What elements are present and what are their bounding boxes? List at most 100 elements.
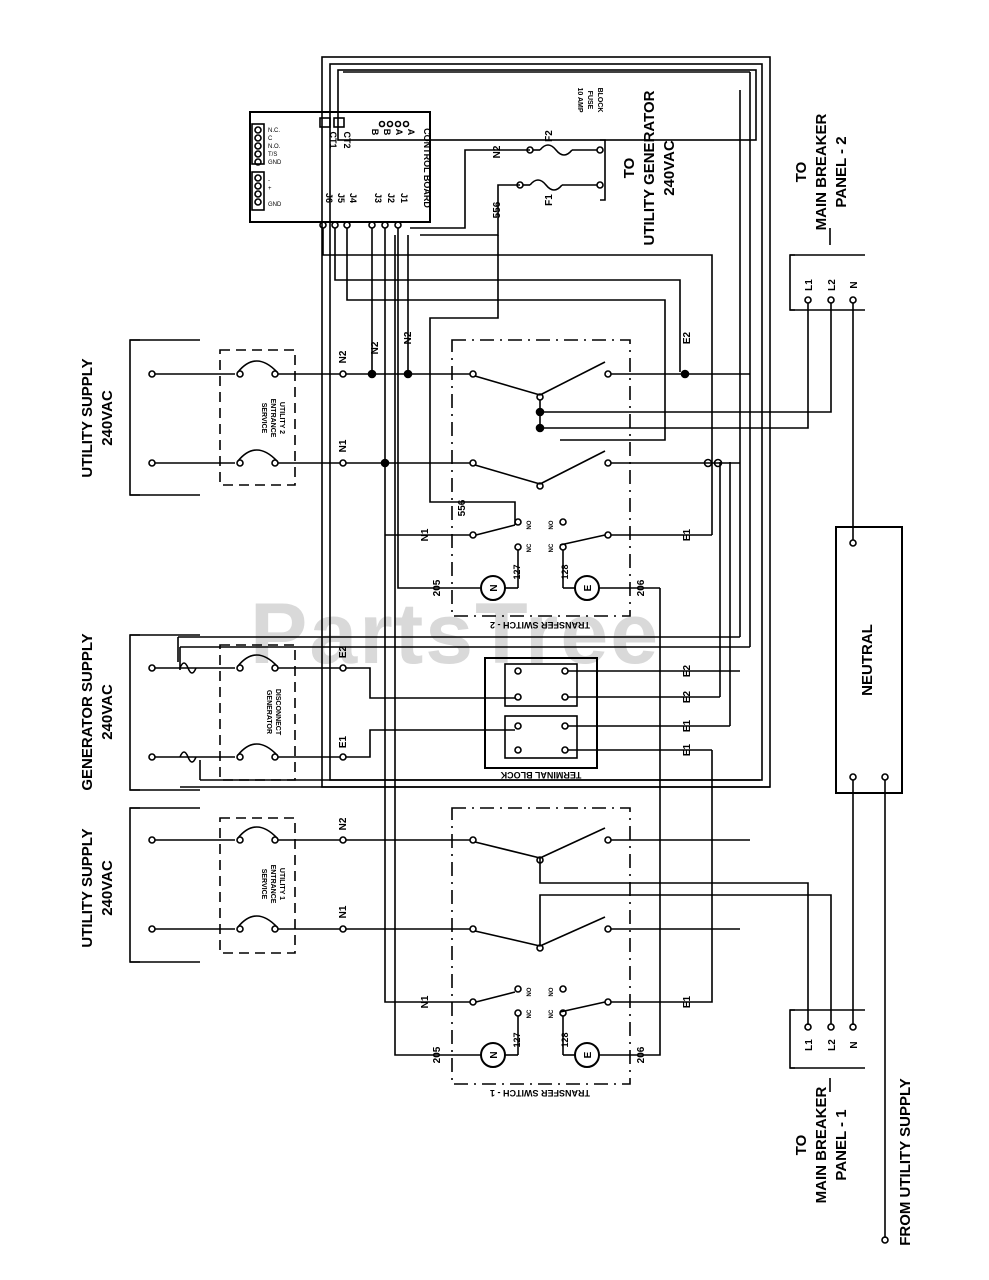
no-ts2-b: NO (549, 520, 555, 529)
wire-e1-gen: E1 (338, 735, 349, 748)
ts1-label: TRANSFER SWITCH - 1 (490, 1088, 590, 1098)
panel2-l2: L2 (827, 279, 838, 291)
ct-loop-1 (321, 56, 771, 788)
neutral-bar (835, 526, 903, 794)
motor-e-ts2: E (583, 584, 594, 591)
wire-e1-ts2: E1 (682, 528, 693, 541)
wire-e1-ts1: E1 (682, 995, 693, 1008)
wire-n1-ts2: N1 (420, 528, 431, 541)
led-b1: B (370, 129, 380, 136)
term-gnd-2: GND (268, 202, 282, 208)
led-a1: A (394, 129, 404, 136)
wire-556-ts2: 556 (457, 499, 468, 516)
wire-128-ts1: 128 (560, 1032, 570, 1047)
wire-n2-board-a: N2 (370, 341, 381, 354)
nc-ts1-b: NC (549, 1009, 555, 1018)
utility-1-voltage: 240VAC (99, 860, 116, 916)
wire-n1-util2: N1 (338, 439, 349, 452)
motor-n-ts1: N (489, 1051, 500, 1058)
to-panel2-label-2: MAIN BREAKER (813, 114, 830, 231)
service-1-label-2: ENTRANCE (269, 865, 276, 904)
term-ts: T/S (268, 152, 277, 158)
led-b2: B (382, 129, 392, 136)
no-ts1-a: NO (527, 987, 533, 996)
service-2-label-3: UTILITY 2 (278, 402, 285, 434)
to-panel1-label-2: MAIN BREAKER (813, 1087, 830, 1204)
jack-j3: J3 (373, 193, 383, 203)
to-gen-label-1: TO (621, 157, 638, 178)
led-a2: A (406, 129, 416, 136)
to-panel1-label-1: TO (793, 1134, 810, 1155)
panel1-l1: L1 (804, 1039, 815, 1051)
panel1-l2: L2 (827, 1039, 838, 1051)
wire-e1-tb-b: E1 (682, 743, 693, 756)
transfer-switch-1 (451, 807, 631, 1085)
wire-205-ts1: 205 (432, 1046, 443, 1063)
to-panel2-label-3: PANEL - 2 (833, 136, 850, 207)
service-2-label-2: ENTRANCE (269, 399, 276, 438)
generator-disc-label-2: DISCONNECT (274, 689, 281, 736)
term-plus: + (268, 186, 272, 192)
jack-j2: J2 (386, 193, 396, 203)
wire-e2-gen: E2 (338, 645, 349, 658)
wire-e2-tb-b: E2 (682, 690, 693, 703)
terminal-block-label: TERMINAL BLOCK (500, 770, 581, 780)
control-board-title: CONTROL BOARD (422, 128, 432, 208)
generator-disc-label-1: GENERATOR (265, 690, 272, 734)
service-1-label-1: SERVICE (260, 869, 267, 900)
fuse-f2-label: F2 (544, 130, 555, 142)
ct-loop-3 (337, 69, 757, 141)
no-ts1-b: NO (549, 987, 555, 996)
ts2-label: TRANSFER SWITCH - 2 (490, 620, 590, 630)
ct1-terminal (319, 117, 331, 128)
fuse-f1-label: F1 (544, 194, 555, 206)
jack-j1: J1 (399, 193, 409, 203)
jack-j4: J4 (348, 193, 358, 203)
to-panel2-label-1: TO (793, 161, 810, 182)
term-gnd-1: GND (268, 160, 282, 166)
wire-128-ts2: 128 (560, 564, 570, 579)
terminal-block (484, 657, 598, 769)
nc-ts2-b: NC (549, 543, 555, 552)
service-2-label-1: SERVICE (260, 403, 267, 434)
wire-e2-top: E2 (682, 331, 693, 344)
wire-e1-tb-a: E1 (682, 719, 693, 732)
term-c: C (268, 136, 273, 142)
wire-127-ts2: 127 (512, 564, 522, 579)
from-utility-label: FROM UTILITY SUPPLY (897, 1078, 914, 1246)
utility-1-title: UTILITY SUPPLY (79, 828, 96, 947)
panel1-n: N (849, 1041, 860, 1048)
to-panel1-label-3: PANEL - 1 (833, 1109, 850, 1180)
service-1-label-3: UTILITY 1 (278, 868, 285, 900)
panel2-n: N (849, 281, 860, 288)
fuse-block-label-1: 10 AMP (576, 87, 583, 112)
panel2-l1: L1 (804, 279, 815, 291)
wire-205-ts2: 205 (432, 579, 443, 596)
no-ts2-a: NO (527, 520, 533, 529)
ct2-terminal (333, 117, 345, 128)
terminal-strip-bottom (251, 171, 265, 211)
fuse-block-label-3: BLOCK (596, 88, 603, 113)
ct2-label: CT2 (342, 131, 352, 148)
utility-2-voltage: 240VAC (99, 390, 116, 446)
control-board (249, 111, 431, 223)
to-gen-label-3: 240VAC (661, 140, 678, 196)
motor-n-ts2: N (489, 584, 500, 591)
wire-206-ts2: 206 (636, 579, 647, 596)
generator-voltage: 240VAC (99, 684, 116, 740)
wire-n2-util1: N2 (338, 817, 349, 830)
term-minus: - (268, 178, 270, 184)
nc-ts2-a: NC (527, 543, 533, 552)
term-no: N.O. (268, 144, 281, 150)
wire-n1-ts1: N1 (420, 995, 431, 1008)
generator-title: GENERATOR SUPPLY (79, 633, 96, 790)
neutral-label: NEUTRAL (859, 624, 876, 696)
wire-n2-board-b: N2 (403, 331, 414, 344)
wire-206-ts1: 206 (636, 1046, 647, 1063)
transfer-switch-2 (451, 339, 631, 617)
ct1-label: CT1 (328, 131, 338, 148)
wire-n2-fuse: N2 (492, 145, 503, 158)
term-nc: N.C. (268, 128, 280, 134)
nc-ts1-a: NC (527, 1009, 533, 1018)
